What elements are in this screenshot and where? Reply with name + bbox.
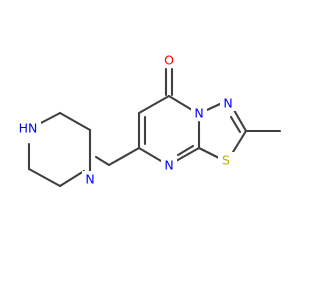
bond-npip-c1	[58, 169, 86, 188]
bond-c2-s	[231, 129, 248, 154]
thiadiazole-nitrogen-atom: N	[220, 95, 236, 111]
bond-s-c8a	[197, 146, 221, 160]
bond-n8-c8a-double	[176, 144, 195, 157]
bond-n4-n3	[205, 102, 222, 112]
piperazine-nh-atom: HN	[15, 119, 41, 136]
piperazine-nh-label: HN	[19, 121, 38, 136]
atom-labels: O N N S N N HN	[15, 52, 236, 187]
molecule-structure: O N N S N N HN	[15, 52, 282, 188]
oxygen-label: O	[164, 53, 174, 68]
bond-n3-c2	[232, 108, 248, 133]
pyrimidine-nitrogen-label: N	[164, 158, 173, 173]
pyrimidine-nitrogen-atom: N	[161, 157, 177, 173]
bridge-nitrogen-atom: N	[191, 105, 207, 121]
bond-c1-c2	[27, 167, 62, 188]
bond-n3-c2-double	[229, 115, 242, 134]
bond-nh-c3	[37, 111, 62, 126]
sulfur-label: S	[222, 153, 230, 168]
piperazine-linked-nitrogen-label: N	[85, 172, 94, 187]
thiadiazole-nitrogen-label: N	[223, 96, 232, 111]
bond-c3-c4	[58, 111, 92, 132]
bond-ch2-npip	[94, 155, 111, 167]
bond-c5-n4	[167, 94, 194, 112]
bond-c5-c6	[137, 94, 171, 115]
bond-c7-n8	[137, 146, 163, 163]
bond-c7-ch2	[107, 146, 141, 167]
sulfur-atom: S	[218, 152, 234, 168]
bond-n8-c8a	[174, 146, 201, 163]
bridge-nitrogen-label: N	[194, 106, 203, 121]
oxygen-atom: O	[161, 52, 177, 68]
piperazine-linked-nitrogen-atom: N	[82, 171, 98, 187]
bond-layer	[27, 67, 282, 188]
